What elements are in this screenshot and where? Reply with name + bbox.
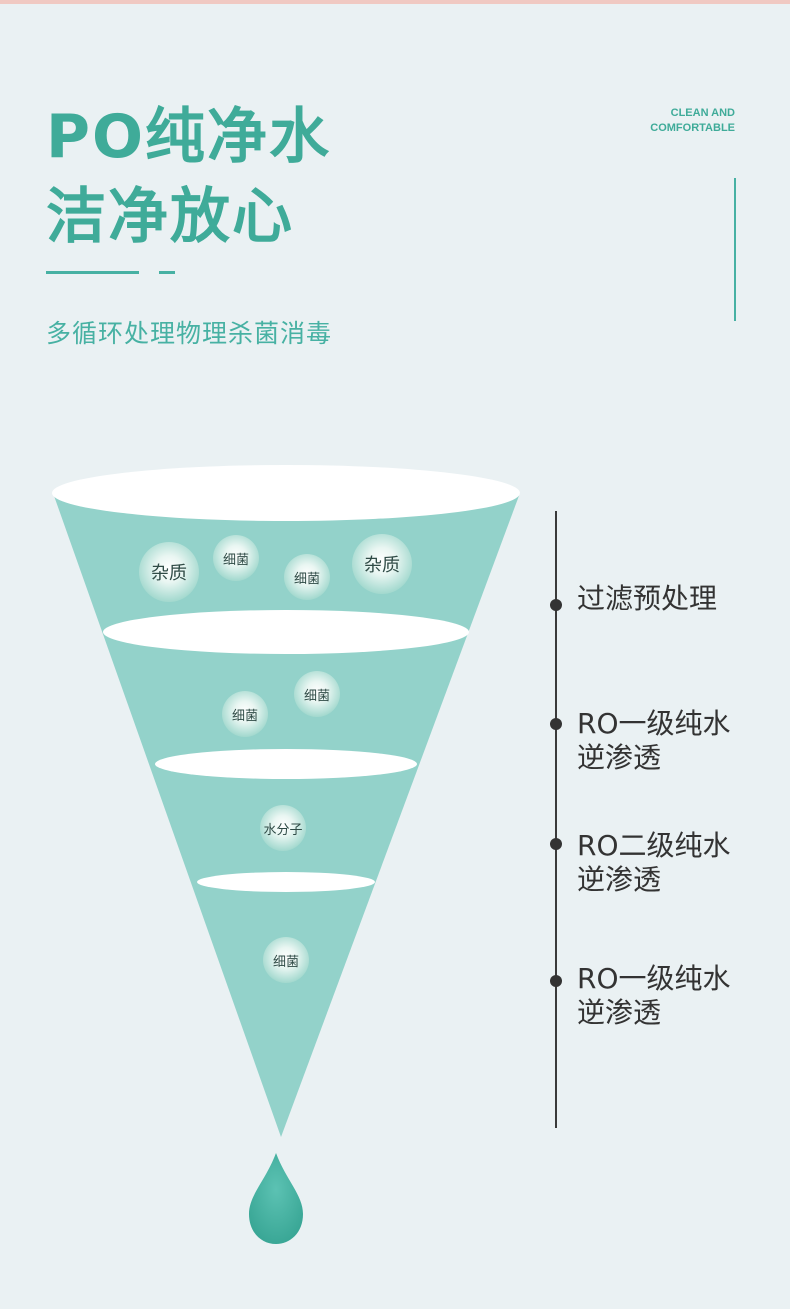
bacteria-particle: 细菌 [222,691,268,737]
step-label: RO一级纯水 [577,707,731,740]
timeline-dot [550,838,562,850]
bacteria-particle: 细菌 [213,535,259,581]
timeline-dot [550,975,562,987]
tagline-line1: CLEAN AND [670,107,735,119]
filter-layer-1 [103,610,469,654]
filter-layer-3 [197,872,375,892]
title-underline-long [46,271,139,274]
step-label: RO二级纯水 [577,829,731,862]
english-tagline: CLEAN AND COMFORTABLE [650,106,735,136]
timeline-dot [550,718,562,730]
step-label: RO一级纯水 [577,962,731,995]
step-pretreatment: 过滤预处理 [577,582,717,616]
top-accent-strip [0,0,790,4]
impurity-particle: 杂质 [139,542,199,602]
step-ro-primary: RO一级纯水 逆渗透 [577,707,731,775]
step-ro-secondary: RO二级纯水 逆渗透 [577,829,731,897]
bacteria-particle: 细菌 [294,671,340,717]
bacteria-particle: 细菌 [284,554,330,600]
step-label: 过滤预处理 [577,582,718,615]
process-timeline [555,511,557,1128]
water-drop-icon [249,1153,303,1244]
impurity-particle: 杂质 [352,534,412,594]
tagline-line2: COMFORTABLE [650,122,735,134]
decorative-vertical-line [734,178,736,321]
page-title-line1: PO纯净水 [46,102,331,172]
step-sublabel: 逆渗透 [577,741,662,774]
title-underline-short [159,271,175,274]
step-ro-primary-2: RO一级纯水 逆渗透 [577,962,731,1030]
filter-layer-2 [155,749,417,779]
water-molecule-particle: 水分子 [260,805,306,851]
timeline-dot [550,599,562,611]
step-sublabel: 逆渗透 [577,996,662,1029]
subtitle: 多循环处理物理杀菌消毒 [46,319,333,348]
bacteria-particle: 细菌 [263,937,309,983]
funnel-top-rim [52,465,520,521]
step-sublabel: 逆渗透 [577,863,662,896]
page-title-line2: 洁净放心 [46,182,294,252]
